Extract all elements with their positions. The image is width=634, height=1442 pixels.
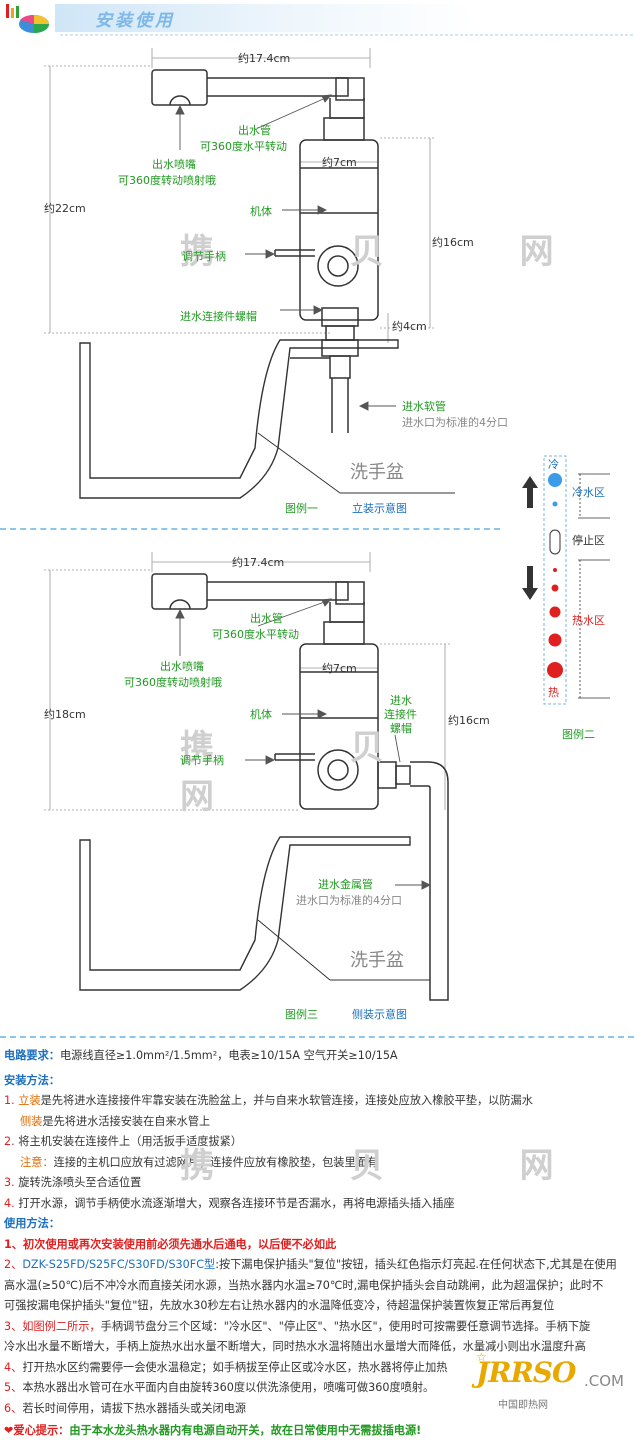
label-basin: 洗手盆 [350, 950, 404, 971]
up-arrow-icon [522, 476, 538, 508]
site-logo: ☆ JRRSO .COM 中国即热网 [476, 1350, 624, 1411]
use-step-6: 6、若长时间停用，请拔下热水器插头或关闭电源 [4, 1401, 247, 1415]
dimension-body-height: 约16cm [432, 236, 474, 249]
label-hose-spec: 进水口为标准的4分口 [402, 416, 508, 429]
label-cold-zone: 冷水区 [572, 486, 605, 499]
label-cold: 冷 [548, 458, 559, 471]
star-icon: ☆ [476, 1350, 487, 1364]
header-graphic [55, 4, 634, 36]
dimension-height: 约18cm [44, 708, 86, 721]
label-outlet-pipe: 出水管 [250, 612, 283, 625]
label-hose: 进水软管 [402, 400, 446, 413]
use-step-2-line-2: 高水温(≥50℃)后不冲冷水而直接关闭水源，当热水器内水温≥70℃时,漏电保护插… [4, 1278, 604, 1292]
caption-number: 图例一 [285, 502, 318, 515]
caption-title: 侧装示意图 [352, 1008, 407, 1021]
install-step-1: 1. 立装是先将进水连接接件牢靠安装在洗脸盆上，并与自来水软管连接，连接处应放入… [4, 1094, 533, 1107]
dimension-body-width: 约7cm [322, 156, 357, 169]
figure-3: 携 贝 网 约17.4cm 约18cm 约7cm 约16cm 出水管 可360度… [0, 540, 520, 1030]
watermark: 携 贝 网 [180, 1146, 616, 1186]
use-step-2: 2、DZK-S25FD/S25FC/S30FD/S30FC型:按下漏电保护插头"… [4, 1258, 617, 1271]
section-title: 安装使用 [95, 11, 175, 31]
use-step-3: 3、如图例二所示，手柄调节盘分三个区域："冷水区"、"停止区"、"热水区"，使用… [4, 1319, 591, 1333]
figure-2-drawing [522, 455, 610, 705]
label-metal-pipe-spec: 进水口为标准的4分口 [296, 894, 402, 907]
label-basin: 洗手盆 [350, 462, 404, 483]
label-handle: 调节手柄 [180, 754, 224, 767]
figure-2: 冷 冷水区 停止区 热水区 热 图例二 [512, 448, 634, 748]
dimension-connector: 约4cm [392, 320, 427, 333]
label-handle: 调节手柄 [182, 250, 226, 263]
label-inlet-line-1: 进水 [390, 694, 412, 707]
label-outlet-pipe: 出水管 [238, 124, 271, 137]
use-heading: 使用方法： [4, 1217, 60, 1230]
pie-chart-icon [4, 2, 52, 36]
install-step-3: 3. 旋转洗涤喷头至合适位置 [4, 1176, 142, 1189]
label-metal-pipe: 进水金属管 [318, 878, 373, 891]
circuit-requirements: 电路要求：电源线直径≥1.0mm²/1.5mm²，电表≥10/15A 空气开关≥… [4, 1049, 398, 1062]
caption-title: 立装示意图 [352, 502, 407, 515]
label-hot: 热 [548, 686, 559, 699]
install-step-2: 2. 将主机安装在连接件上（用活扳手适度拔紧） [4, 1135, 243, 1148]
label-nozzle: 出水喷嘴 [160, 660, 204, 673]
label-outlet-pipe-rotation: 可360度水平转动 [212, 628, 299, 641]
label-nozzle-rotation: 可360度转动喷射哦 [124, 676, 222, 689]
watermark: 携 贝 网 [180, 232, 616, 272]
use-step-5: 5、本热水器出水管可在水平面内自由旋转360度以供洗涤使用，喷嘴可做360度喷射… [4, 1381, 435, 1394]
dimension-body-height: 约16cm [448, 714, 490, 727]
figure-1-drawing [44, 48, 455, 499]
label-hot-zone: 热水区 [572, 614, 605, 627]
label-nozzle: 出水喷嘴 [152, 158, 196, 171]
install-step-1b: 侧装是先将进水活接安装在自来水管上 [20, 1114, 211, 1128]
install-step-2-note: 注意：连接的主机口应放有过滤网片；连接件应放有橡胶垫，包装里面有 [20, 1155, 379, 1169]
label-inlet-nut: 进水连接件螺帽 [180, 310, 257, 323]
label-body: 机体 [250, 205, 272, 218]
use-step-4: 4、打开热水区约需要停一会使水温稳定；如手柄拔至停止区或冷水区，热水器将停止加热 [4, 1360, 448, 1374]
figure-1: 携 贝 网 约17.4cm 约22cm 约7cm 约16cm 约4cm 出水管 … [0, 38, 634, 528]
section-header: 安装使用 [0, 0, 634, 38]
divider [0, 1036, 634, 1038]
dimension-width: 约17.4cm [232, 556, 285, 569]
love-tip: ❤爱心提示：由于本水龙头热水器内有电源自动开关，故在日常使用中无需拔插电源! [4, 1424, 422, 1437]
watermark: 携 贝 网 [180, 728, 446, 817]
install-step-4: 4. 打开水源，调节手柄使水流逐渐增大，观察各连接环节是否漏水，再将电源插头插入… [4, 1196, 455, 1210]
use-step-2-line-3: 可强按漏电保护插头"复位"钮，先放水30秒左右让热水器内的水温降低变冷，待超温保… [4, 1299, 555, 1312]
dimension-width: 约17.4cm [238, 52, 291, 65]
caption-number: 图例三 [285, 1008, 318, 1021]
caption-number: 图例二 [562, 728, 595, 741]
figure-3-drawing [44, 552, 450, 1001]
label-inlet-line-3: 螺帽 [390, 722, 412, 735]
label-stop-zone: 停止区 [572, 534, 605, 547]
use-step-3-line-2: 冷水出水量不断增大，手柄上旋热水出水量不断增大，同时热水水温将随出水量增大而降低… [4, 1340, 586, 1353]
label-inlet-line-2: 连接件 [384, 708, 417, 721]
heart-icon: ❤ [4, 1424, 14, 1437]
dimension-height: 约22cm [44, 202, 86, 215]
instructions: 携 贝 网 电路要求：电源线直径≥1.0mm²/1.5mm²，电表≥10/15A… [4, 1046, 632, 1442]
down-arrow-icon [522, 566, 538, 600]
install-heading: 安装方法： [4, 1073, 60, 1087]
label-outlet-pipe-rotation: 可360度水平转动 [200, 140, 287, 153]
label-body: 机体 [250, 708, 272, 721]
dimension-body-width: 约7cm [322, 662, 357, 675]
use-step-1: 1、初次使用或再次安装使用前必须先通水后通电，以后便不必如此 [4, 1237, 337, 1251]
divider [0, 528, 500, 530]
label-nozzle-rotation: 可360度转动喷射哦 [118, 174, 216, 187]
